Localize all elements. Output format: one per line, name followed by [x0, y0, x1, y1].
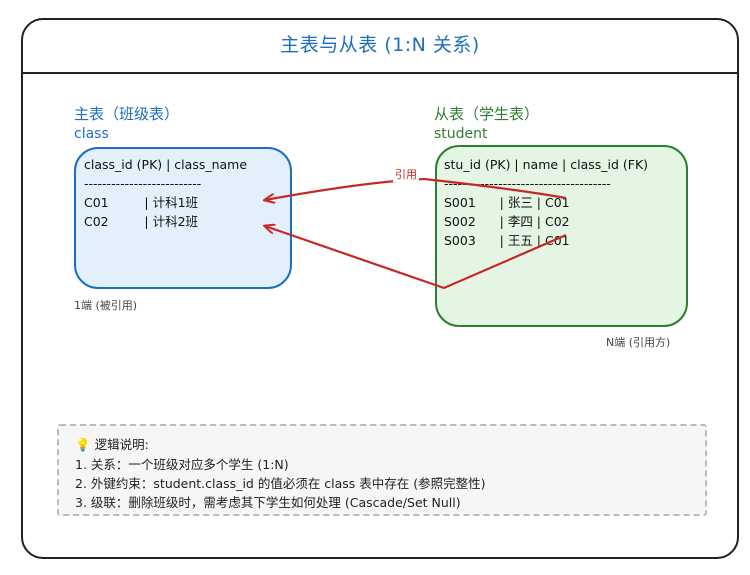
reference-arrow-2	[265, 226, 567, 290]
sub-table-note: N端 (引用方)	[606, 336, 671, 349]
main-table-note: 1端 (被引用)	[74, 299, 138, 312]
main-table-header: class_id (PK) | class_name	[84, 157, 248, 172]
main-table-row-2: C02 | 计科2班	[84, 214, 199, 229]
title-divider	[21, 72, 739, 74]
explanation-item-3: 3. 级联：删除班级时，需考虑其下学生如何处理 (Cascade/Set Nul…	[75, 495, 461, 510]
main-table-row-1: C01 | 计科1班	[84, 195, 199, 210]
main-table-heading: 主表（班级表）	[74, 105, 180, 123]
sub-table-row-3: S003 | 王五 | C01	[444, 233, 570, 248]
main-table-name: class	[74, 126, 109, 142]
sub-table-header: stu_id (PK) | name | class_id (FK)	[444, 157, 649, 172]
sub-table-row-1: S001 | 张三 | C01	[444, 195, 570, 210]
explanation-item-2: 2. 外键约束：student.class_id 的值必须在 class 表中存…	[75, 476, 486, 491]
explanation-heading-line: 💡逻辑说明:	[75, 434, 149, 453]
sub-table-name: student	[434, 126, 488, 142]
explanation-heading: 逻辑说明:	[94, 437, 149, 452]
explanation-box	[57, 424, 707, 516]
sub-table-row-2: S002 | 李四 | C02	[444, 214, 570, 229]
diagram-title: 主表与从表 (1:N 关系)	[280, 34, 480, 56]
main-table-separator: --------------------------	[84, 176, 202, 191]
reference-label: 引用	[393, 166, 419, 182]
lightbulb-icon: 💡	[75, 437, 91, 452]
main-table-box	[74, 147, 292, 289]
sub-table-heading: 从表（学生表）	[434, 105, 540, 123]
explanation-item-1: 1. 关系：一个班级对应多个学生 (1:N)	[75, 457, 289, 472]
reference-arrow-1	[265, 177, 425, 200]
reference-arrow-1-tail	[423, 177, 567, 200]
